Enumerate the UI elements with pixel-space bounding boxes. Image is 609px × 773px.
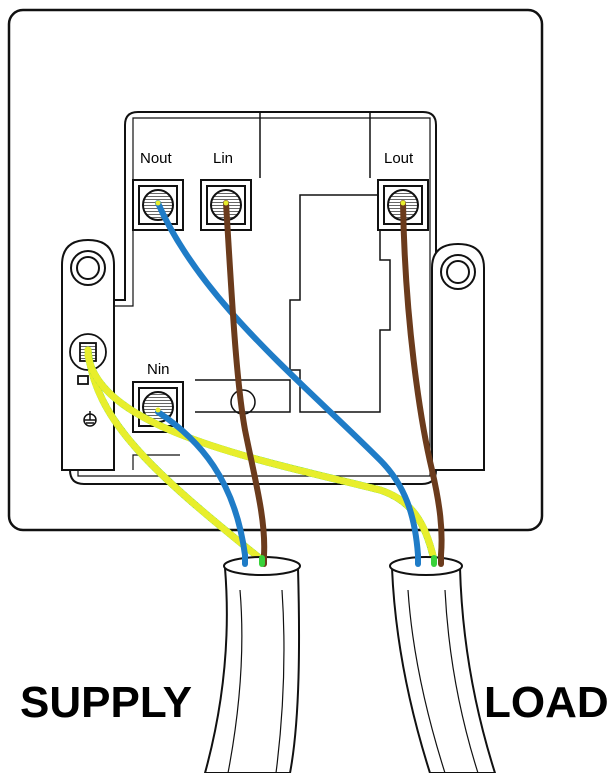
label-nin: Nin bbox=[147, 361, 170, 378]
supply-label: SUPPLY bbox=[20, 678, 193, 727]
label-nout: Nout bbox=[140, 150, 173, 167]
load-wire-ends bbox=[415, 552, 444, 567]
fixing-lug-right bbox=[431, 242, 485, 471]
label-lout: Lout bbox=[384, 150, 414, 167]
live-wire-load bbox=[400, 200, 445, 558]
supply-cable bbox=[203, 556, 301, 773]
load-label: LOAD bbox=[484, 678, 609, 727]
label-lin: Lin bbox=[213, 150, 233, 167]
load-cable bbox=[389, 556, 497, 773]
supply-wire-ends bbox=[242, 552, 267, 567]
earth-symbol-icon bbox=[83, 411, 97, 427]
earth-wire-load bbox=[84, 351, 438, 564]
conductor-ends bbox=[85, 200, 406, 413]
live-wire-supply bbox=[223, 200, 268, 558]
neutral-wire-load bbox=[155, 200, 421, 558]
neutral-wire-supply bbox=[155, 409, 248, 558]
